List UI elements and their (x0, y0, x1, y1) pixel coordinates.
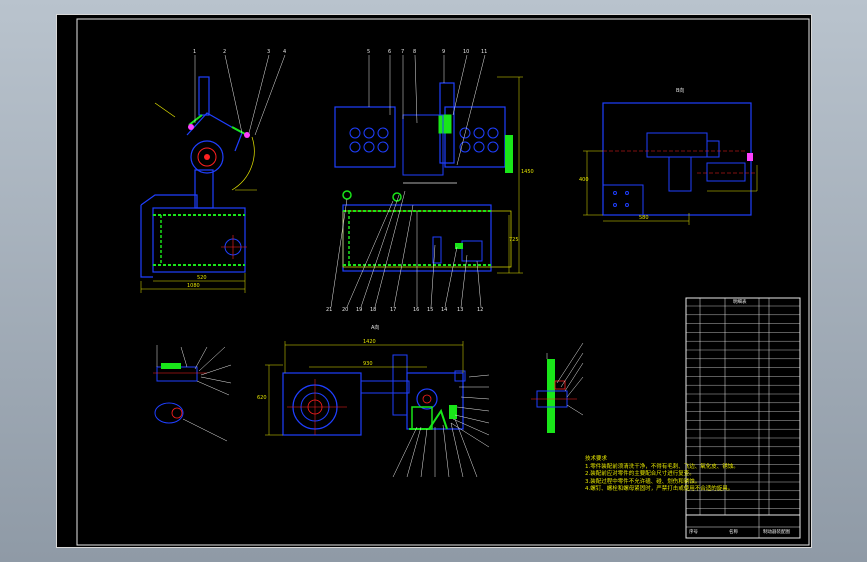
center-view (330, 54, 523, 308)
leader-18: 18 (370, 307, 377, 313)
title-block-left: 序号 (689, 530, 698, 535)
notes-line-3: 3.装配过程中零件不允许磕、碰、划伤和锈蚀。 (585, 478, 701, 485)
leader-3: 3 (267, 49, 271, 55)
leader-16: 16 (413, 307, 420, 313)
notes-line-1: 1.零件装配前须清洗干净，不得有毛刺、飞边、氧化皮、锈蚀。 (585, 463, 739, 470)
left-drum-box (334, 106, 396, 168)
dim-a-width: 1420 (363, 339, 376, 345)
leader-15: 15 (427, 307, 434, 313)
detail-right (531, 342, 584, 433)
dim-b-width: 580 (639, 215, 649, 221)
parts-list (685, 297, 801, 539)
drawing-sheet: B向 A向 1 2 3 4 5 6 7 8 9 10 11 21 20 19 1… (56, 14, 812, 548)
notes-line-4: 4.螺钉、螺栓和螺母紧固时，严禁打击或使用不合适的旋具。 (585, 486, 734, 492)
leader-7: 7 (401, 49, 405, 55)
dim-a-inner: 930 (363, 361, 373, 367)
b-view (583, 102, 758, 225)
inner-frame (76, 18, 810, 546)
dim-right-mid: 725 (509, 237, 519, 243)
leader-14: 14 (441, 307, 448, 313)
drawing-canvas (76, 18, 810, 546)
a-view (265, 341, 490, 478)
left-housing (152, 207, 246, 273)
notes-title: 技术要求 (585, 456, 608, 462)
leader-11: 11 (481, 49, 488, 55)
leader-21: 21 (326, 307, 333, 313)
left-view (140, 54, 286, 293)
leader-1: 1 (193, 49, 197, 55)
leader-17: 17 (390, 307, 397, 313)
detail-left (153, 345, 232, 442)
parts-list-header: 明细表 (733, 300, 747, 305)
technical-notes: 技术要求 1.零件装配前须清洗干净，不得有毛刺、飞边、氧化皮、锈蚀。 2.装配前… (585, 456, 739, 494)
title-block-mid: 名称 (729, 530, 738, 535)
leader-13: 13 (457, 307, 464, 313)
leader-8: 8 (413, 49, 417, 55)
dim-left-inner: 520 (197, 275, 207, 281)
view-title-b: B向 (676, 88, 685, 94)
dim-b-height: 400 (579, 177, 589, 183)
dim-right-height: 1450 (521, 169, 534, 175)
dim-a-height: 620 (257, 395, 267, 401)
leader-5: 5 (367, 49, 371, 55)
leader-9: 9 (442, 49, 446, 55)
notes-line-2: 2.装配前应对零件的主要配合尺寸进行复查。 (585, 471, 695, 477)
leader-19: 19 (356, 307, 363, 313)
leader-6: 6 (388, 49, 392, 55)
leader-12: 12 (477, 307, 484, 313)
leader-2: 2 (223, 49, 227, 55)
leader-20: 20 (342, 307, 349, 313)
title-block-right: 制动器装配图 (763, 530, 790, 535)
dim-left-width: 1080 (187, 283, 200, 289)
leader-4: 4 (283, 49, 287, 55)
leader-10: 10 (463, 49, 470, 55)
view-title-a: A向 (371, 325, 380, 331)
